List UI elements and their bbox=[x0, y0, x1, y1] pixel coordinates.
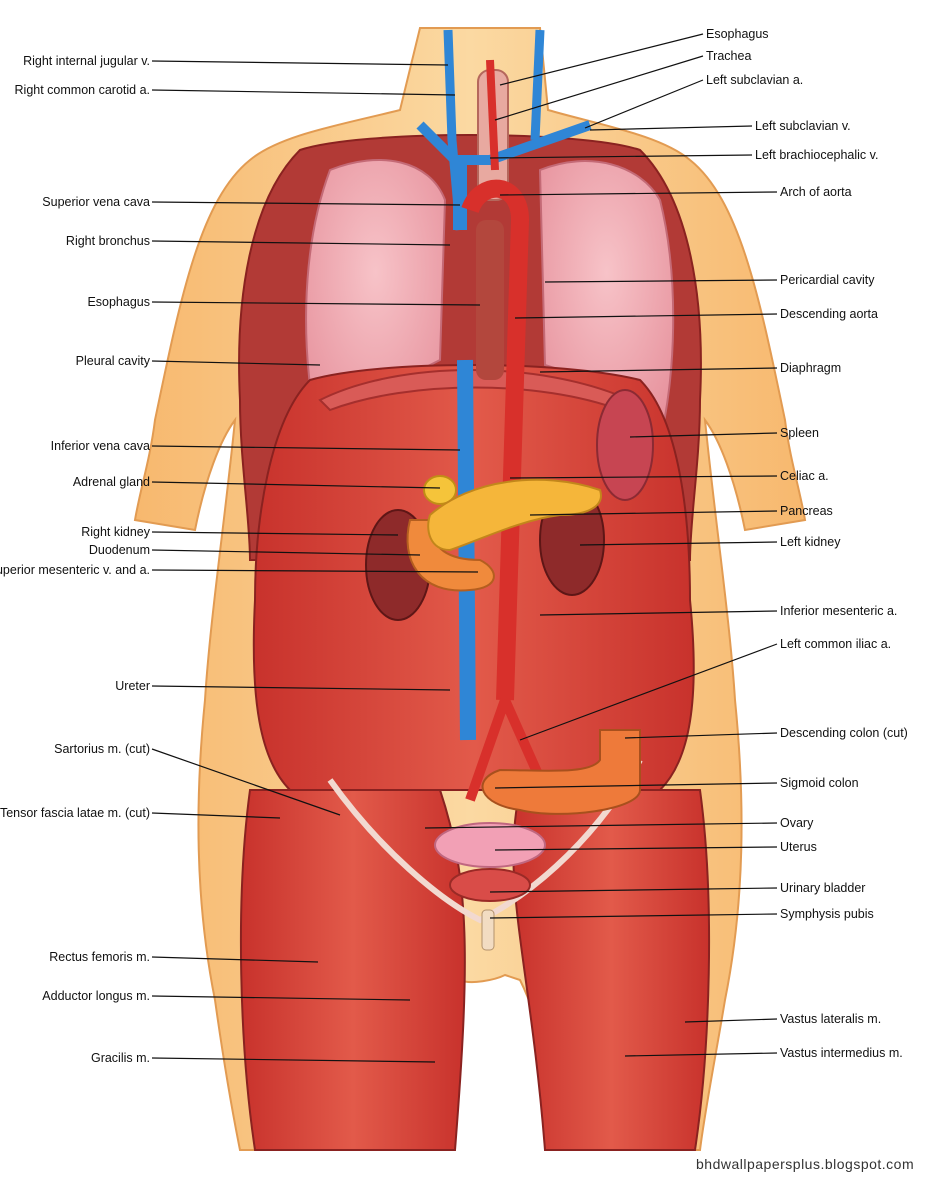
bladder-organ bbox=[449, 868, 531, 902]
uterus-organ bbox=[434, 822, 546, 868]
leader-adrenal-gland bbox=[151, 481, 441, 489]
label-right-kidney: Right kidney bbox=[81, 525, 150, 539]
leader-right-vastus-lateralis-m bbox=[684, 1018, 778, 1023]
leader-right-left-kidney bbox=[579, 541, 778, 546]
label-superior-mesenteric-v-and-a: Superior mesenteric v. and a. bbox=[0, 563, 150, 577]
label-right-descending-aorta: Descending aorta bbox=[780, 307, 878, 321]
label-right-inferior-mesenteric-a: Inferior mesenteric a. bbox=[780, 604, 898, 618]
leader-right-descending-aorta bbox=[514, 313, 778, 319]
aortic-arch bbox=[461, 179, 530, 701]
label-esophagus: Esophagus bbox=[87, 295, 150, 309]
leader-right-esophagus bbox=[499, 33, 704, 86]
leader-right-kidney bbox=[151, 531, 399, 536]
label-superior-vena-cava: Superior vena cava bbox=[42, 195, 150, 209]
label-right-spleen: Spleen bbox=[780, 426, 819, 440]
esophagus-tube bbox=[476, 220, 504, 380]
leader-right-ovary bbox=[424, 822, 778, 829]
sigmoid-colon-organ bbox=[481, 729, 641, 815]
label-right-uterus: Uterus bbox=[780, 840, 817, 854]
leader-duodenum bbox=[151, 549, 421, 556]
leader-right-common-carotid-a bbox=[151, 89, 456, 96]
leader-right-urinary-bladder bbox=[489, 887, 778, 893]
leader-right-pericardial-cavity bbox=[544, 279, 778, 283]
leader-right-symphysis-pubis bbox=[489, 913, 778, 919]
leader-adductor-longus-m bbox=[151, 995, 411, 1001]
leader-right-celiac-a bbox=[509, 475, 778, 479]
label-right-esophagus: Esophagus bbox=[706, 27, 769, 41]
label-right-pancreas: Pancreas bbox=[780, 504, 833, 518]
label-inferior-vena-cava: Inferior vena cava bbox=[50, 439, 150, 453]
label-right-arch-of-aorta: Arch of aorta bbox=[780, 185, 852, 199]
label-right-celiac-a: Celiac a. bbox=[780, 469, 829, 483]
label-right-vastus-intermedius-m: Vastus intermedius m. bbox=[780, 1046, 903, 1060]
label-right-sigmoid-colon: Sigmoid colon bbox=[780, 776, 859, 790]
leader-right-sigmoid-colon bbox=[494, 782, 778, 789]
spleen-organ bbox=[596, 389, 654, 501]
label-adrenal-gland: Adrenal gland bbox=[72, 475, 150, 489]
label-right-left-common-iliac-a: Left common iliac a. bbox=[780, 637, 892, 651]
leader-inferior-vena-cava bbox=[151, 445, 461, 451]
label-right-left-kidney: Left kidney bbox=[780, 535, 841, 549]
label-right-trachea: Trachea bbox=[706, 49, 752, 63]
leader-superior-vena-cava bbox=[151, 201, 461, 206]
leader-right-left-subclavian-a bbox=[584, 79, 704, 129]
label-right-left-brachiocephalic-v: Left brachiocephalic v. bbox=[755, 148, 879, 162]
leader-right-spleen bbox=[629, 432, 778, 438]
leader-right-internal-jugular-v bbox=[151, 60, 449, 66]
label-tensor-fascia-latae-m-cut: Tensor fascia latae m. (cut) bbox=[0, 806, 150, 820]
right-thigh bbox=[239, 789, 466, 1151]
label-right-diaphragm: Diaphragm bbox=[780, 361, 842, 375]
leader-right-left-common-iliac-a bbox=[519, 643, 778, 741]
label-right-left-subclavian-v: Left subclavian v. bbox=[755, 119, 851, 133]
leader-gracilis-m bbox=[151, 1057, 436, 1063]
label-adductor-longus-m: Adductor longus m. bbox=[42, 989, 150, 1003]
label-right-internal-jugular-v: Right internal jugular v. bbox=[23, 54, 150, 68]
inferior-vena-cava-vessel bbox=[457, 359, 476, 741]
label-right-urinary-bladder: Urinary bladder bbox=[780, 881, 866, 895]
left-jugular-vein bbox=[530, 29, 545, 141]
leader-right-trachea bbox=[494, 55, 704, 121]
watermark: bhdwallpapersplus.blogspot.com bbox=[696, 1156, 915, 1172]
label-right-descending-colon-cut: Descending colon (cut) bbox=[780, 726, 908, 740]
leader-rectus-femoris-m bbox=[151, 956, 319, 963]
label-sartorius-m-cut: Sartorius m. (cut) bbox=[54, 742, 150, 756]
leader-right-descending-colon-cut bbox=[624, 732, 778, 739]
label-right-symphysis-pubis: Symphysis pubis bbox=[780, 907, 874, 921]
leader-right-inferior-mesenteric-a bbox=[539, 610, 778, 616]
leader-lines bbox=[151, 33, 778, 1063]
leader-right-uterus bbox=[494, 846, 778, 851]
leader-superior-mesenteric-v-and-a bbox=[151, 569, 479, 573]
leader-right-diaphragm bbox=[539, 367, 778, 373]
leader-right-bronchus bbox=[151, 240, 451, 246]
label-pleural-cavity: Pleural cavity bbox=[75, 354, 150, 368]
label-gracilis-m: Gracilis m. bbox=[90, 1051, 150, 1065]
leader-right-pancreas bbox=[529, 510, 778, 516]
leader-right-arch-of-aorta bbox=[499, 191, 778, 196]
symphysis-pubis-bone bbox=[481, 909, 495, 951]
label-duodenum: Duodenum bbox=[88, 543, 150, 557]
adrenal-gland-organ bbox=[423, 475, 457, 505]
label-right-ovary: Ovary bbox=[780, 816, 814, 830]
label-rectus-femoris-m: Rectus femoris m. bbox=[49, 950, 150, 964]
leader-right-vastus-intermedius-m bbox=[624, 1052, 778, 1057]
leader-ureter bbox=[151, 685, 451, 691]
label-right-pericardial-cavity: Pericardial cavity bbox=[780, 273, 875, 287]
label-ureter: Ureter bbox=[115, 679, 150, 693]
leader-right-left-brachiocephalic-v bbox=[489, 154, 753, 159]
label-right-bronchus: Right bronchus bbox=[65, 234, 150, 248]
label-right-left-subclavian-a: Left subclavian a. bbox=[706, 73, 804, 87]
leader-right-left-subclavian-v bbox=[589, 125, 753, 131]
label-right-common-carotid-a: Right common carotid a. bbox=[14, 83, 150, 97]
brachiocephalic-veins bbox=[416, 120, 592, 165]
leader-esophagus bbox=[151, 301, 481, 306]
label-right-vastus-lateralis-m: Vastus lateralis m. bbox=[780, 1012, 882, 1026]
leader-pleural-cavity bbox=[151, 360, 321, 366]
carotid bbox=[486, 59, 499, 171]
pelvic-ligament bbox=[327, 758, 643, 924]
leader-sartorius-m-cut bbox=[151, 748, 341, 816]
leader-tensor-fascia-latae-m-cut bbox=[151, 812, 281, 819]
